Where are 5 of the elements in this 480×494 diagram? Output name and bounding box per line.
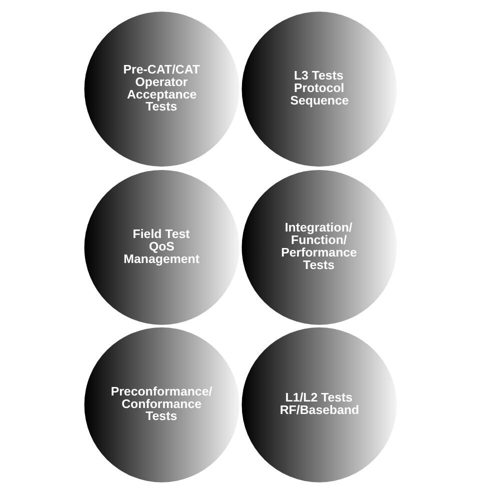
node-circle: L3 Tests Protocol Sequence	[241, 12, 396, 167]
node-circle: Field Test QoS Management	[84, 170, 239, 325]
node-circle: Pre-CAT/CAT Operator Acceptance Tests	[84, 12, 239, 167]
node-circle: Integration/ Function/ Performance Tests	[241, 170, 396, 325]
node-circle: L1/L2 Tests RF/Baseband	[241, 327, 396, 482]
